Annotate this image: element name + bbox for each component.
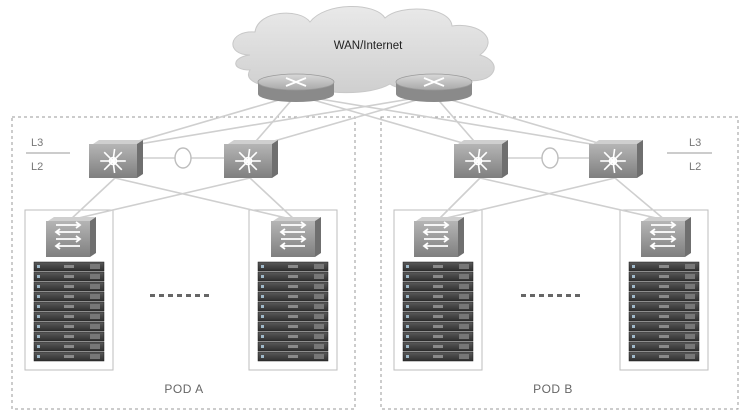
- server-rack-icon: [257, 281, 329, 292]
- server-stack-a1: [33, 261, 105, 362]
- server-rack-icon: [628, 311, 700, 322]
- server-rack-icon: [628, 281, 700, 292]
- server-rack-icon: [402, 311, 474, 322]
- rack-frame-b2: [619, 209, 709, 371]
- server-rack-icon: [33, 301, 105, 312]
- server-rack-icon: [257, 301, 329, 312]
- tor-switch-icon: [649, 221, 677, 250]
- server-rack-icon: [33, 321, 105, 332]
- tor-switch-a1: [46, 217, 96, 257]
- wan-cloud: WAN/Internet: [232, 6, 495, 94]
- server-rack-icon: [257, 311, 329, 322]
- tor-switch-icon: [422, 221, 450, 250]
- server-rack-icon: [33, 341, 105, 352]
- server-rack-icon: [257, 271, 329, 282]
- l2-label-left: L2: [31, 161, 43, 173]
- more-racks-ellipsis-a: [150, 294, 209, 297]
- server-rack-icon: [33, 261, 105, 272]
- router-icon: [423, 77, 445, 87]
- vpc-peer-link-b: [541, 147, 559, 169]
- server-rack-icon: [33, 331, 105, 342]
- layer-boundary-right: L3 L2: [667, 137, 712, 173]
- core-router-1: [257, 73, 335, 102]
- pod-b-label: POD B: [533, 382, 573, 396]
- server-rack-icon: [402, 321, 474, 332]
- server-rack-icon: [402, 281, 474, 292]
- server-rack-icon: [33, 271, 105, 282]
- server-rack-icon: [628, 351, 700, 362]
- server-rack-icon: [402, 341, 474, 352]
- server-stack-b2: [628, 261, 700, 362]
- multilayer-switch-icon: [235, 148, 261, 174]
- server-rack-icon: [257, 351, 329, 362]
- server-rack-icon: [628, 321, 700, 332]
- rack-frame-a1: [24, 209, 114, 371]
- multilayer-switch-icon: [465, 148, 491, 174]
- server-stacks: [33, 261, 700, 362]
- layer-boundary-left: L3 L2: [26, 137, 70, 173]
- server-rack-icon: [628, 261, 700, 272]
- multilayer-switch-icon: [600, 148, 626, 174]
- server-rack-icon: [257, 341, 329, 352]
- l2-label-right: L2: [689, 161, 701, 173]
- core-router-2: [395, 73, 473, 102]
- server-rack-icon: [33, 291, 105, 302]
- server-rack-icon: [402, 351, 474, 362]
- server-stack-b1: [402, 261, 474, 362]
- server-rack-icon: [257, 331, 329, 342]
- pod-a-frame: [11, 116, 356, 410]
- tor-switches: [46, 217, 691, 257]
- agg-switch-b1: [454, 140, 508, 178]
- server-rack-icon: [402, 261, 474, 272]
- agg-switch-a2: [224, 140, 278, 178]
- rack-frame-b1: [393, 209, 483, 371]
- l3-label-right: L3: [689, 137, 701, 149]
- tor-switch-b1: [414, 217, 464, 257]
- wan-label: WAN/Internet: [334, 40, 403, 52]
- server-rack-icon: [402, 331, 474, 342]
- server-rack-icon: [402, 271, 474, 282]
- tor-switch-a2: [271, 217, 321, 257]
- server-rack-icon: [628, 331, 700, 342]
- server-rack-icon: [628, 301, 700, 312]
- server-rack-icon: [402, 301, 474, 312]
- pod-b-frame: [380, 116, 739, 410]
- server-rack-icon: [257, 291, 329, 302]
- tor-switch-icon: [54, 221, 82, 250]
- router-icon: [285, 77, 307, 87]
- aggregation-switches: [89, 140, 643, 178]
- tor-switch-icon: [279, 221, 307, 250]
- pod-a-label: POD A: [164, 382, 203, 396]
- server-rack-icon: [628, 271, 700, 282]
- server-stack-a2: [257, 261, 329, 362]
- vpc-peer-link-a: [174, 147, 192, 169]
- server-rack-icon: [33, 311, 105, 322]
- more-racks-ellipsis-b: [521, 294, 580, 297]
- tor-switch-b2: [641, 217, 691, 257]
- server-rack-icon: [257, 261, 329, 272]
- server-rack-icon: [402, 291, 474, 302]
- server-rack-icon: [33, 351, 105, 362]
- server-rack-icon: [257, 321, 329, 332]
- server-rack-icon: [628, 341, 700, 352]
- l3-label-left: L3: [31, 137, 43, 149]
- server-rack-icon: [628, 291, 700, 302]
- multilayer-switch-icon: [100, 148, 126, 174]
- network-links: [69, 94, 666, 221]
- rack-frame-a2: [248, 209, 338, 371]
- agg-switch-b2: [589, 140, 643, 178]
- server-rack-icon: [33, 281, 105, 292]
- agg-switch-a1: [89, 140, 143, 178]
